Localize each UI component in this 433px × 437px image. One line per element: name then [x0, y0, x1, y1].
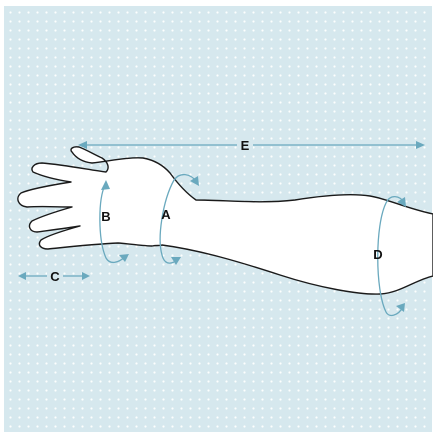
- c-arrowhead-left: [18, 272, 26, 280]
- c-arrowhead-right: [82, 272, 90, 280]
- label-c: C: [50, 269, 60, 284]
- label-b: B: [101, 209, 110, 224]
- a-arrowhead-bottom: [171, 257, 181, 265]
- measurement-c: C: [18, 268, 90, 284]
- label-a: A: [161, 207, 171, 222]
- e-arrowhead-right: [416, 141, 425, 149]
- label-e: E: [241, 138, 250, 153]
- measurement-e: E: [78, 137, 425, 153]
- label-d: D: [373, 247, 382, 262]
- arm-and-hand-outline: [18, 147, 433, 294]
